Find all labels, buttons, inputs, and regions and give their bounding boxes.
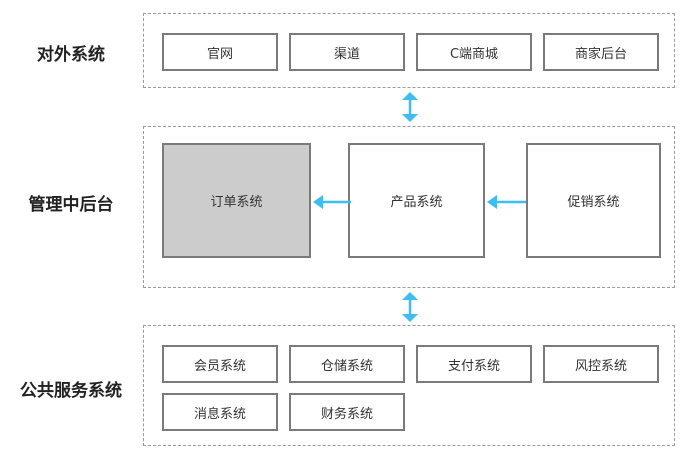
- double-arrow-icon: [402, 292, 418, 322]
- group-management-backend: 订单系统 产品系统 促销系统: [143, 126, 675, 288]
- double-arrow-icon: [402, 92, 418, 122]
- box-official-site[interactable]: 官网: [162, 33, 278, 71]
- box-finance-system[interactable]: 财务系统: [289, 393, 405, 431]
- box-merchant-admin[interactable]: 商家后台: [543, 33, 659, 71]
- layer-label-common-services: 公共服务系统: [20, 381, 122, 401]
- group-external-systems: 官网 渠道 C端商城 商家后台: [143, 13, 675, 88]
- box-warehouse-system[interactable]: 仓储系统: [289, 345, 405, 383]
- box-risk-control-system[interactable]: 风控系统: [543, 345, 659, 383]
- layer-label-external: 对外系统: [37, 45, 105, 65]
- layer-label-management: 管理中后台: [28, 195, 114, 215]
- box-product-system[interactable]: 产品系统: [348, 143, 485, 258]
- box-message-system[interactable]: 消息系统: [162, 393, 278, 431]
- box-order-system[interactable]: 订单系统: [162, 143, 311, 258]
- arrow-left-icon: [487, 195, 526, 209]
- box-promotion-system[interactable]: 促销系统: [526, 143, 661, 258]
- group-common-services: 会员系统 仓储系统 支付系统 风控系统 消息系统 财务系统: [143, 325, 675, 446]
- arrow-left-icon: [313, 195, 351, 209]
- box-member-system[interactable]: 会员系统: [162, 345, 278, 383]
- box-payment-system[interactable]: 支付系统: [416, 345, 532, 383]
- box-c-mall[interactable]: C端商城: [416, 33, 532, 71]
- box-channel[interactable]: 渠道: [289, 33, 405, 71]
